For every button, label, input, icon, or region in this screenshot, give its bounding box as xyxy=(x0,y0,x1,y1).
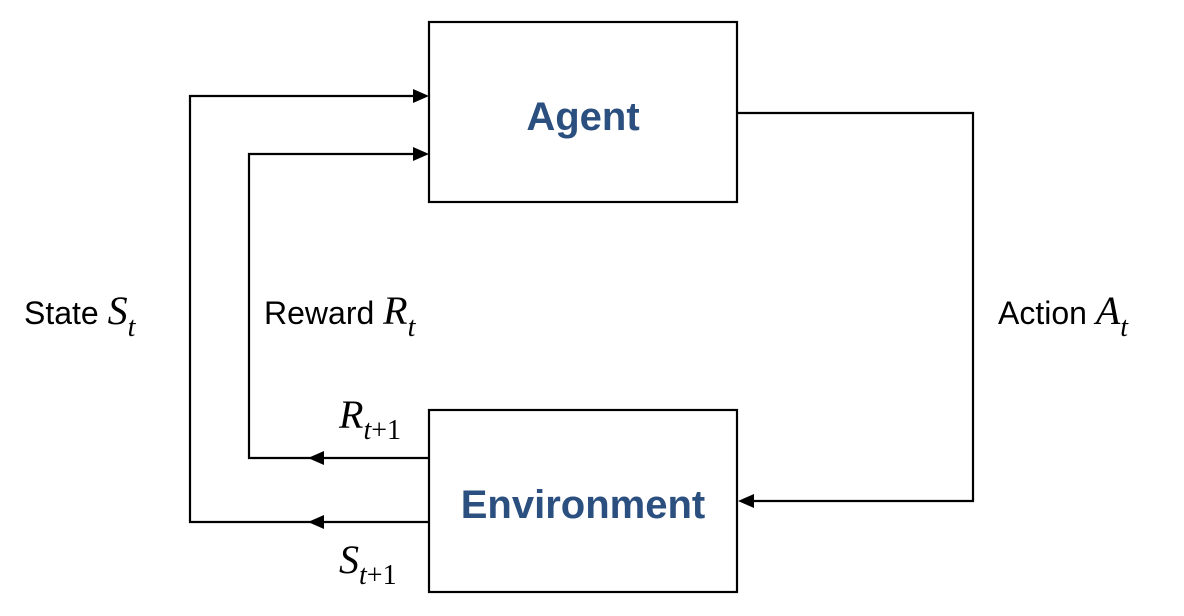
reward-arrowhead-mid xyxy=(308,451,324,465)
state-symbol: S xyxy=(108,288,128,333)
action-label-text: Action xyxy=(998,295,1096,331)
next-state-symbol: S xyxy=(339,537,359,582)
next-state-subscript-var: t xyxy=(359,560,368,591)
agent-label: Agent xyxy=(526,95,639,139)
reward-subscript: t xyxy=(408,312,417,343)
reward-line xyxy=(247,152,429,460)
next-reward-label: Rt+1 xyxy=(338,392,401,446)
action-label: Action At xyxy=(998,288,1129,343)
environment-box xyxy=(427,408,739,594)
action-subscript: t xyxy=(1120,312,1129,343)
next-reward-subscript-var: t xyxy=(363,415,372,446)
next-state-subscript-rest: +1 xyxy=(367,560,397,591)
state-arrowhead-agent xyxy=(413,89,429,103)
environment-label: Environment xyxy=(461,483,705,527)
reward-arrowhead-agent xyxy=(413,147,429,161)
reward-label: Reward Rt xyxy=(264,288,417,343)
action-symbol: A xyxy=(1093,288,1121,333)
next-state-label: St+1 xyxy=(339,537,397,591)
action-line xyxy=(737,111,975,503)
agent-box xyxy=(427,20,739,204)
state-subscript: t xyxy=(128,312,137,343)
state-label: State St xyxy=(24,288,137,343)
reward-label-text: Reward xyxy=(264,295,383,331)
next-reward-subscript-rest: +1 xyxy=(371,415,401,446)
state-arrowhead-mid xyxy=(308,515,324,529)
state-label-text: State xyxy=(24,295,108,331)
reward-symbol: R xyxy=(382,288,407,333)
action-arrowhead xyxy=(738,494,754,508)
next-reward-symbol: R xyxy=(338,392,363,437)
